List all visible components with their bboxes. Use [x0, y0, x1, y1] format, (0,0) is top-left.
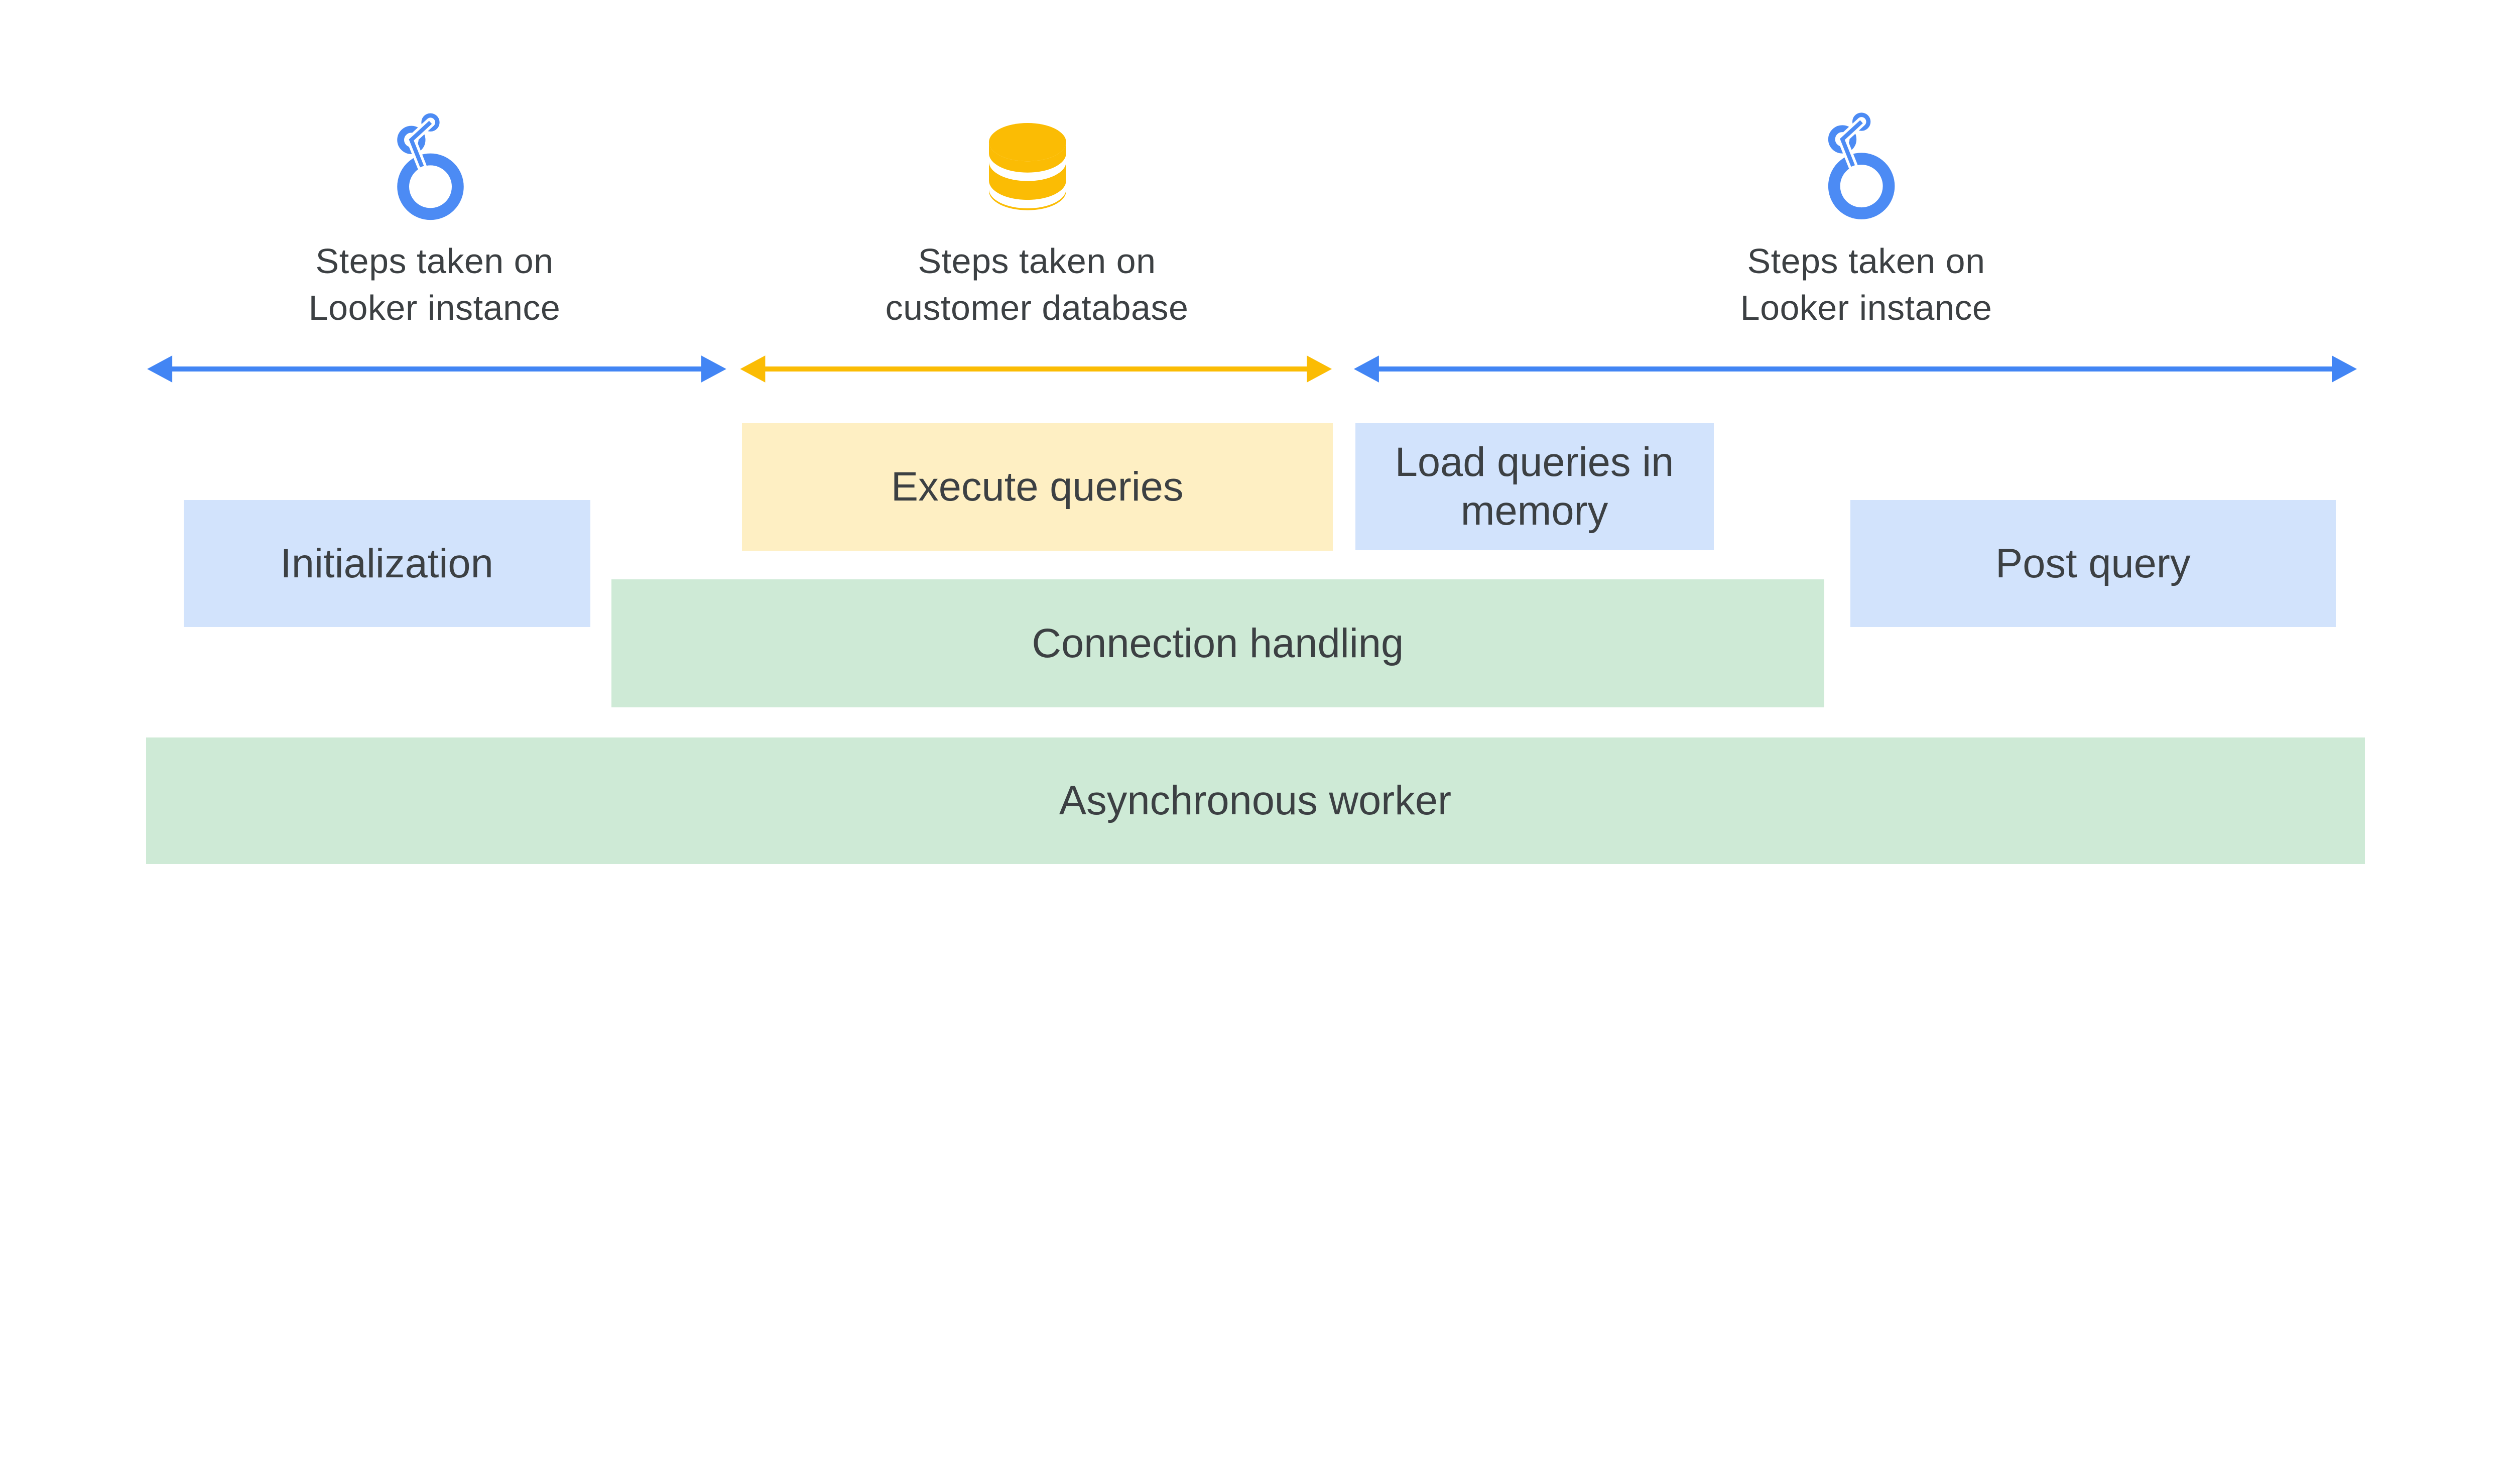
post-query-box: Post query [1850, 500, 2336, 627]
section-label-line: Steps taken on [315, 241, 554, 281]
section-label-line: Looker instance [308, 288, 561, 327]
connection-handling-box: Connection handling [611, 579, 1824, 708]
load-queries-in-memory-box-label: Load queries in memory [1395, 439, 1674, 534]
looker-logo-icon [1828, 112, 1895, 219]
initialization-box-label: Initialization [280, 540, 493, 586]
section-label-line: Looker instance [1740, 288, 1992, 327]
initialization-box: Initialization [183, 500, 590, 627]
looker-instance-range-arrow [1353, 355, 2357, 383]
customer-database-range-arrow [740, 355, 1332, 383]
load-queries-in-memory-box: Load queries in memory [1355, 423, 1714, 550]
asynchronous-worker-box-label: Asynchronous worker [1059, 778, 1452, 824]
execute-queries-box: Execute queries [741, 423, 1333, 551]
looker-query-flow-diagram: Steps taken on Looker instance Steps tak… [58, 112, 2365, 864]
post-query-box-label: Post query [1995, 540, 2191, 586]
execute-queries-box-label: Execute queries [891, 464, 1184, 510]
section-label-looker-instance-left: Steps taken on Looker instance [58, 238, 811, 331]
looker-logo-icon [397, 113, 464, 220]
asynchronous-worker-box: Asynchronous worker [146, 737, 2365, 864]
section-label-customer-database: Steps taken on customer database [661, 238, 1414, 331]
diagram-graphics [147, 112, 2357, 383]
section-label-line: Steps taken on [918, 241, 1156, 281]
looker-instance-range-arrow [147, 355, 726, 383]
section-label-line: Steps taken on [1747, 241, 1985, 281]
database-icon [989, 123, 1066, 210]
section-label-looker-instance-right: Steps taken on Looker instance [1490, 238, 2243, 331]
connection-handling-box-label: Connection handling [1032, 621, 1404, 667]
section-label-line: customer database [885, 288, 1189, 327]
